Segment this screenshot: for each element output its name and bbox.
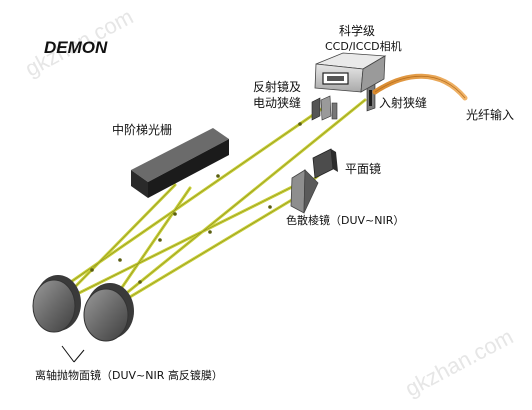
diagram-title: DEMON xyxy=(44,38,108,57)
label-fiber-input: 光纤输入 xyxy=(466,108,515,122)
label-plane-mirror: 平面镜 xyxy=(345,162,382,176)
dispersion-prism xyxy=(290,169,319,214)
optical-fiber xyxy=(372,73,468,101)
mirror-pointer-lines xyxy=(61,345,85,363)
label-echelle-grating: 中阶梯光栅 xyxy=(112,123,173,137)
beam-dots xyxy=(90,122,302,284)
beam-edge-lines xyxy=(61,99,366,307)
label-parabolic-mirrors: 离轴抛物面镜（DUV~NIR 高反镀膜） xyxy=(35,369,223,382)
parabolic-mirror-1 xyxy=(32,275,81,333)
label-mirror-slit-line2: 电动狭缝 xyxy=(253,96,302,110)
light-beams xyxy=(60,98,367,308)
plane-mirror xyxy=(312,148,338,179)
label-entrance-slit: 入射狭缝 xyxy=(379,96,428,110)
parabolic-mirror-2 xyxy=(83,283,134,342)
echelle-grating xyxy=(131,128,229,198)
label-mirror-slit-line1: 反射镜及 xyxy=(253,80,302,94)
label-camera-line2: CCD/ICCD相机 xyxy=(325,40,402,53)
label-prism: 色散棱镜（DUV~NIR） xyxy=(286,214,405,227)
label-camera-line1: 科学级 xyxy=(339,24,376,38)
reflector-and-motorized-slit xyxy=(311,95,338,121)
ccd-camera xyxy=(314,52,387,93)
